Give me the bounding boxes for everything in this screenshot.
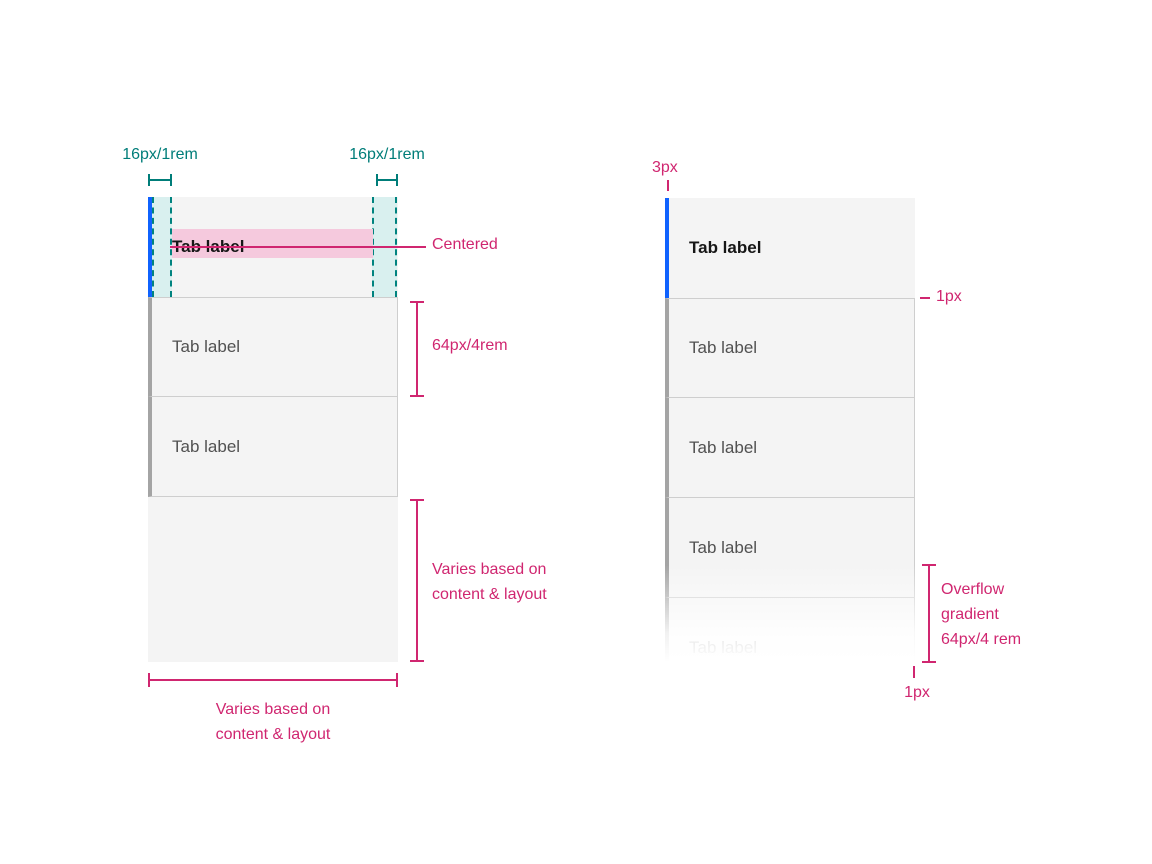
- tab-item: Tab label: [665, 298, 915, 398]
- start-padding-highlight: [152, 197, 172, 297]
- overflow-gradient-label-line2: gradient: [941, 606, 999, 623]
- stack-width-label-line2: content & layout: [215, 726, 331, 743]
- tab-content-panel: [148, 497, 398, 662]
- selected-tab: Tab label: [665, 198, 915, 298]
- tab-label: Tab label: [689, 537, 758, 557]
- right-padding-measurement-label: 16px/1rem: [349, 146, 425, 163]
- center-alignment-line: [170, 246, 426, 248]
- stack-width-bracket: [148, 673, 398, 687]
- tab-item: Tab label: [665, 498, 915, 598]
- stack-width-label-line1: Varies based on: [215, 701, 331, 718]
- divider-width-label: 1px: [936, 288, 962, 305]
- content-height-label-line2: content & layout: [432, 586, 547, 603]
- tab-height-label: 64px/4rem: [432, 337, 508, 354]
- tab-item: Tab label: [148, 397, 398, 497]
- overflow-gradient-label-line3: 64px/4 rem: [941, 631, 1022, 648]
- overflow-gradient-bracket: [922, 564, 936, 663]
- centered-annotation-label: Centered: [432, 236, 498, 253]
- overflow-tab-label: Tab label: [689, 638, 758, 657]
- stack-width-label: Varies based on content & layout: [148, 697, 398, 747]
- overflow-tab-item: Tab label: [665, 598, 915, 662]
- content-height-label: Varies based on content & layout: [432, 557, 547, 607]
- overflow-gradient-label: Overflow gradient 64px/4 rem: [941, 577, 1021, 652]
- left-padding-measure-bar: [148, 174, 172, 186]
- left-tab-stack: Tab label Tab label Tab label: [148, 197, 398, 662]
- tab-item: Tab label: [148, 297, 398, 397]
- overflow-gradient-label-line1: Overflow: [941, 581, 1005, 598]
- selected-border-width-label: 3px: [652, 159, 678, 176]
- bottom-divider-tick: [913, 666, 915, 678]
- left-padding-measurement-label: 16px/1rem: [122, 146, 198, 163]
- tab-label: Tab label: [689, 437, 758, 457]
- divider-pointer-dash: [920, 297, 930, 299]
- right-padding-measure-bar: [376, 174, 398, 186]
- label-centering-highlight: [172, 229, 373, 258]
- tab-label: Tab label: [689, 338, 758, 357]
- tab-label: Tab label: [172, 337, 241, 356]
- right-tab-stack: Tab label Tab label Tab label Tab label …: [665, 198, 915, 662]
- selected-tab-label: Tab label: [689, 238, 762, 257]
- content-height-label-line1: Varies based on: [432, 561, 547, 578]
- content-height-bracket: [410, 499, 424, 662]
- tab-height-bracket: [410, 301, 424, 397]
- selected-border-tick: [667, 180, 669, 191]
- tab-item: Tab label: [665, 398, 915, 498]
- bottom-divider-width-label: 1px: [904, 684, 930, 701]
- tab-label: Tab label: [172, 436, 241, 456]
